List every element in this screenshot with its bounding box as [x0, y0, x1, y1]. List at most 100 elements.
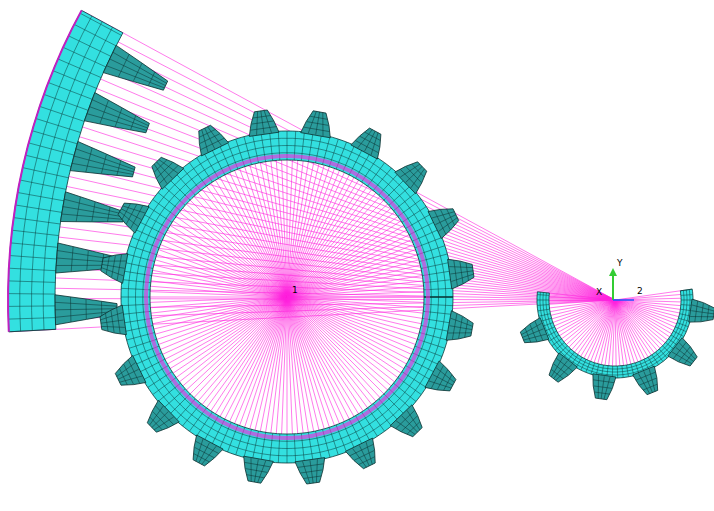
mesh-line — [261, 111, 264, 134]
mesh-line — [55, 302, 117, 306]
rigid-link — [181, 206, 288, 297]
rigid-link — [287, 297, 293, 437]
mesh-line — [40, 106, 84, 121]
mesh-line — [136, 146, 439, 449]
gear-tooth — [103, 45, 167, 90]
mesh-line — [20, 180, 66, 189]
gear-tooth — [152, 157, 184, 189]
rigid-link — [287, 297, 298, 437]
mesh-line — [551, 357, 563, 377]
rigid-link — [162, 233, 287, 297]
rigid-link — [287, 166, 336, 297]
mesh-line — [150, 406, 164, 425]
axis-x — [613, 299, 634, 301]
gear-tooth — [101, 254, 128, 284]
mesh-line — [648, 357, 654, 367]
mesh-line — [400, 164, 420, 177]
mesh-line — [601, 376, 604, 399]
mesh-line — [672, 352, 692, 364]
mesh-line — [617, 366, 618, 378]
rigid-link — [152, 297, 287, 335]
rigid-link — [219, 175, 287, 297]
mesh-line — [254, 460, 258, 483]
gear-tooth — [346, 438, 376, 469]
rigid-link — [287, 178, 360, 297]
rigid-link — [287, 297, 378, 404]
rigid-link — [287, 157, 288, 297]
mesh-line — [303, 461, 310, 483]
mesh-line — [673, 331, 684, 337]
gear-tooth — [147, 400, 179, 432]
rigid-link — [287, 286, 427, 297]
gear-tooth — [593, 374, 616, 400]
mesh-line — [44, 94, 88, 110]
mesh-line — [433, 375, 453, 386]
rigid-link — [615, 300, 667, 344]
rigid-link — [615, 300, 620, 368]
gear-tooth — [428, 209, 459, 239]
gear-tooth — [425, 361, 456, 391]
mesh-line — [631, 364, 634, 376]
mesh-line — [559, 346, 568, 354]
rigid-link — [547, 300, 615, 304]
mesh-line — [29, 143, 74, 155]
mesh-line — [159, 160, 178, 174]
axis-label: 1 — [292, 285, 298, 295]
mesh-line — [102, 261, 126, 262]
rigid-link — [14, 232, 615, 300]
rigid-link — [615, 300, 649, 359]
mesh-line — [402, 416, 418, 433]
rigid-link — [23, 177, 615, 300]
rigid-link — [287, 206, 394, 297]
mesh-line — [353, 448, 367, 467]
mesh-line — [23, 168, 69, 178]
rigid-link — [287, 297, 425, 319]
mesh-line — [438, 218, 457, 232]
axis-label: 2 — [637, 286, 643, 296]
rigid-link — [287, 254, 420, 297]
rigid-link — [239, 297, 288, 428]
rigid-link — [287, 249, 418, 298]
rigid-link — [209, 297, 287, 413]
mesh-line — [406, 166, 423, 182]
mesh-line — [74, 156, 134, 172]
mesh-line — [310, 460, 313, 483]
rigid-link — [287, 297, 397, 384]
mesh-line — [450, 326, 473, 330]
rigid-link — [181, 297, 288, 388]
mesh-line — [586, 361, 591, 372]
axis-label: Y — [617, 258, 623, 268]
mesh-line — [358, 130, 373, 148]
rigid-link — [287, 297, 412, 361]
rigid-link — [13, 243, 615, 300]
mesh-line — [153, 411, 168, 427]
rigid-link — [287, 297, 336, 428]
rigid-link — [162, 297, 287, 361]
mesh-line — [656, 352, 663, 362]
mesh-line — [401, 416, 417, 431]
mesh-line — [523, 334, 546, 340]
mesh-line — [101, 320, 124, 323]
rigid-link — [615, 300, 635, 365]
mesh-line — [102, 264, 125, 268]
axis-label: X — [596, 287, 602, 297]
mesh-line — [690, 316, 713, 317]
mesh-line — [62, 214, 124, 219]
rigid-link — [165, 297, 287, 365]
mesh-line — [152, 412, 169, 428]
rigid-link — [287, 224, 406, 297]
mesh-line — [258, 461, 266, 483]
gear-tooth — [446, 311, 473, 341]
mesh-line — [156, 162, 172, 179]
mesh-line — [411, 169, 425, 188]
mesh-line — [18, 193, 64, 201]
mesh-line — [121, 209, 141, 220]
mesh-line — [576, 357, 582, 367]
mesh-line — [604, 377, 610, 400]
mesh-line — [128, 138, 446, 456]
rigid-link — [287, 275, 425, 297]
rigid-link — [287, 181, 365, 297]
rigid-link — [244, 164, 287, 297]
rigid-link — [287, 297, 409, 365]
